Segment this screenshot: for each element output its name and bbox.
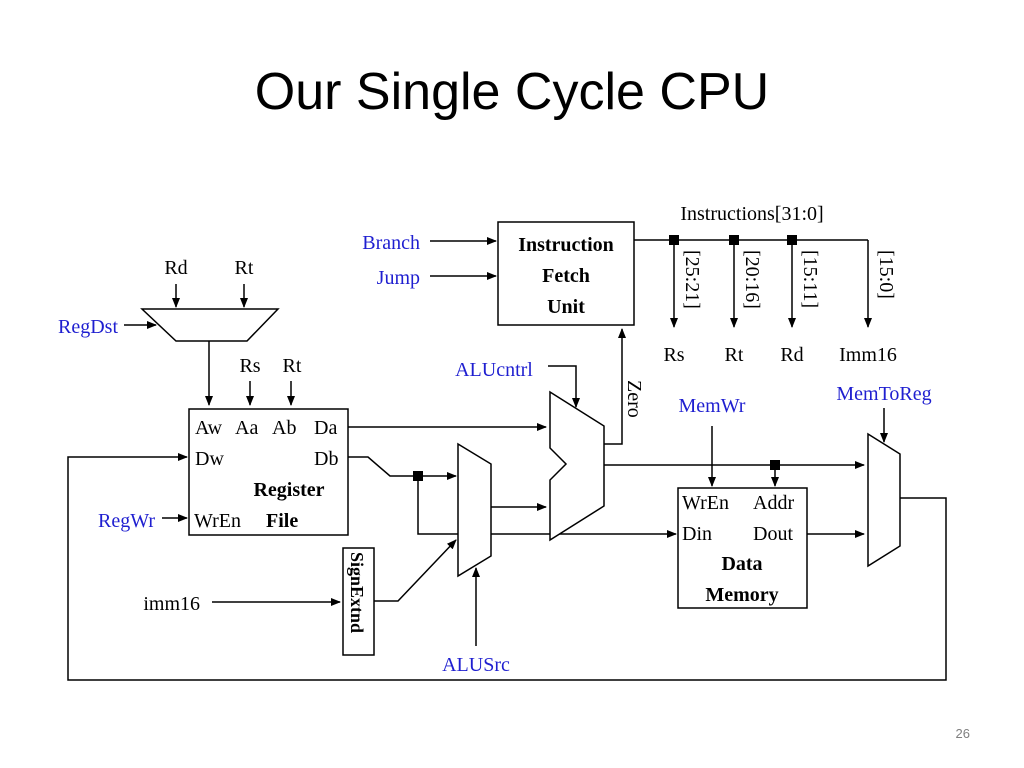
zero-wire: [604, 328, 626, 445]
fetch-unit-label-3: Unit: [547, 296, 585, 318]
junction-dot: [729, 235, 739, 245]
memtoreg-mux: [867, 432, 901, 568]
bits-15-0-label: [15:0]: [875, 250, 897, 299]
rt-reg-in-label: Rt: [283, 355, 302, 377]
db-wire: [348, 456, 457, 480]
mem-dout-port-label: Dout: [753, 523, 793, 545]
writeback-wire: [67, 453, 947, 681]
dw-port-label: Dw: [195, 448, 224, 470]
db-port-label: Db: [314, 448, 338, 470]
data-memory: [677, 487, 808, 609]
wren-port-label: WrEn: [194, 510, 241, 532]
signext-out-wire: [374, 539, 457, 602]
da-port-label: Da: [314, 417, 337, 439]
instruction-fetch-unit: [497, 221, 635, 326]
instructions-bus-label: Instructions[31:0]: [680, 203, 823, 225]
memtoreg-signal-label: MemToReg: [836, 383, 931, 405]
rd-in-label: Rd: [164, 257, 187, 279]
memwr-signal-label: MemWr: [679, 395, 746, 417]
alusrc-mux: [457, 442, 492, 578]
fetch-unit-label-2: Fetch: [542, 265, 590, 287]
bits-15-11-label: [15:11]: [799, 250, 821, 308]
junction-dot: [787, 235, 797, 245]
ab-port-label: Ab: [272, 417, 296, 439]
rs-out-label: Rs: [663, 344, 684, 366]
aluctrl-wire: [548, 365, 580, 408]
bits-25-21-label: [25:21]: [681, 250, 703, 309]
rd-out-label: Rd: [780, 344, 803, 366]
regdst-mux: [140, 308, 280, 342]
rt-in-label: Rt: [235, 257, 254, 279]
fetch-unit-label-1: Instruction: [518, 234, 614, 256]
mem-din-port-label: Din: [682, 523, 712, 545]
junction-dot: [413, 471, 423, 481]
aluctrl-signal-label: ALUcntrl: [455, 359, 533, 381]
data-memory-label-1: Data: [721, 553, 762, 575]
zero-signal-label: Zero: [623, 380, 645, 418]
rt-out-label: Rt: [725, 344, 744, 366]
register-file: [188, 408, 349, 536]
junction-dot: [770, 460, 780, 470]
sign-extend-unit: [342, 547, 375, 656]
register-file-label-2: File: [266, 510, 298, 532]
junction-dot: [669, 235, 679, 245]
mem-addr-port-label: Addr: [753, 492, 794, 514]
branch-signal-label: Branch: [362, 232, 420, 254]
jump-signal-label: Jump: [377, 267, 420, 289]
alu: [549, 390, 605, 542]
din-wire: [417, 481, 677, 538]
alusrc-signal-label: ALUSrc: [442, 654, 510, 676]
bits-20-16-label: [20:16]: [741, 250, 763, 309]
mem-wren-port-label: WrEn: [682, 492, 729, 514]
rs-in-label: Rs: [239, 355, 260, 377]
page-number: 26: [955, 726, 970, 741]
data-memory-label-2: Memory: [705, 584, 778, 606]
register-file-label-1: Register: [253, 479, 324, 501]
regwr-signal-label: RegWr: [98, 510, 155, 532]
aa-port-label: Aa: [235, 417, 258, 439]
regdst-signal-label: RegDst: [58, 316, 118, 338]
imm16-out-label: Imm16: [839, 344, 897, 366]
aw-port-label: Aw: [195, 417, 223, 439]
imm16-in-label: imm16: [143, 593, 200, 615]
page-title: Our Single Cycle CPU: [254, 63, 770, 121]
sign-extend-label: SignExtnd: [347, 552, 367, 633]
